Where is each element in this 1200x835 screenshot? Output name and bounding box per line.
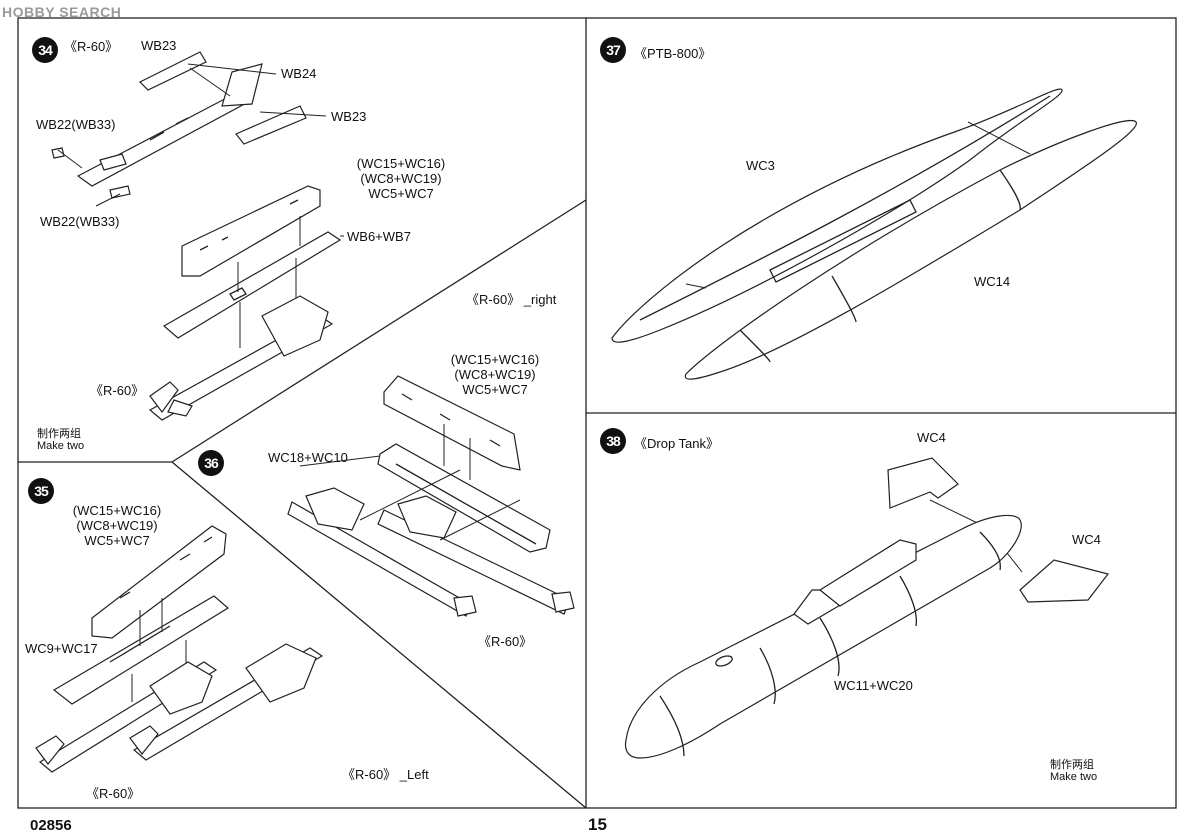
part-label-wc-combo-line2: (WC8+WC19) [360,171,442,186]
part-label-r60: 《R-60》 [478,634,533,649]
part-label-wb22-top: WB22(WB33) [36,117,116,132]
note-make-two: Make two [1050,771,1098,783]
product-code: 02856 [30,817,72,834]
step-38-badge: 38 [600,428,626,454]
part-label-wc-combo-line3: WC5+WC7 [462,382,528,397]
step38-drawing [624,457,1110,759]
part-label-wb24: WB24 [281,66,317,81]
part-label-wc11-wc20: WC11+WC20 [834,678,913,693]
note-chinese: 制作两组 [1050,759,1094,771]
part-label-wc9-wc17: WC9+WC17 [25,641,98,656]
watermark-logo: HOBBY SEARCH [2,4,122,20]
step35-drawing [35,525,324,773]
note-make-two: Make two [37,440,85,452]
step-37-title: 《PTB-800》 [634,46,712,61]
note-chinese: 制作两组 [37,428,81,440]
page-number: 15 [588,815,607,834]
part-label-wc-combo-line3: WC5+WC7 [368,186,434,201]
part-label-wb22-bottom: WB22(WB33) [40,214,120,229]
part-label-wc4-right: WC4 [1072,532,1101,547]
part-label-wc-combo-line1: (WC15+WC16) [72,503,162,518]
step-34-badge: 34 [32,37,58,63]
step-38-title: 《Drop Tank》 [634,436,720,451]
part-label-wc-combo-line1: (WC15+WC16) [450,352,540,367]
step-35-badge: 35 [28,478,54,504]
part-label-r60-right: 《R-60》 _right [466,292,557,307]
part-label-r60-left: 《R-60》 _Left [342,767,429,782]
part-label-wc-combo-line2: (WC8+WC19) [454,367,536,382]
panel-frame [17,17,1177,809]
step34-drawing [51,51,344,421]
part-label-r60: 《R-60》 [86,786,141,801]
step37-drawing [611,88,1137,380]
part-label-wc-combo-line1: (WC15+WC16) [356,156,446,171]
part-label-wc-combo-line2: (WC8+WC19) [76,518,158,533]
part-label-wc18-wc10: WC18+WC10 [268,450,348,465]
part-label-wc-combo-line3: WC5+WC7 [84,533,150,548]
step-36-badge: 36 [198,450,224,476]
part-label-wb6-wb7: WB6+WB7 [347,229,411,244]
part-label-wb23-top: WB23 [141,38,177,53]
part-label-wc4-top: WC4 [917,430,946,445]
part-label-wc14: WC14 [974,274,1011,289]
part-label-r60: 《R-60》 [90,383,145,398]
step-37-badge: 37 [600,37,626,63]
step36-drawing [287,375,575,617]
part-label-wc3: WC3 [746,158,775,173]
part-label-wb23-right: WB23 [331,109,367,124]
step-34-title: 《R-60》 [64,39,119,54]
